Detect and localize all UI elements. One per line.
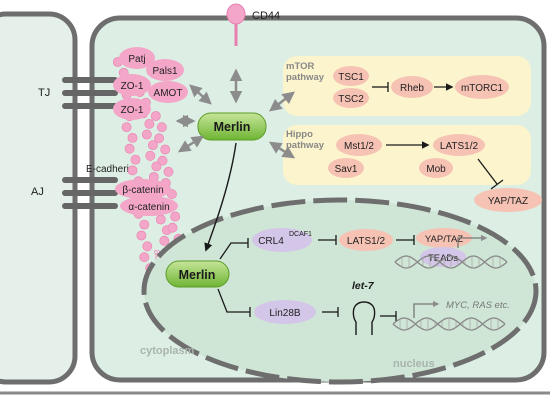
hippo-title-line2: pathway: [286, 140, 325, 151]
let7-label: let-7: [352, 280, 375, 292]
neighbor-cell: [0, 11, 78, 385]
dna-helix-targets: [392, 317, 506, 331]
let7-inhibits-targets: [380, 311, 397, 321]
crl4-inhibits-lats: [318, 235, 337, 245]
pals1-label: Pals1: [152, 66, 177, 77]
teads-node: [420, 247, 466, 267]
mst-label: Mst1/2: [344, 141, 374, 152]
merlin-nucleus-label: Merlin: [179, 268, 216, 282]
teads-transcription-arrow: [457, 234, 488, 248]
targets-label: MYC, RAS etc.: [446, 300, 510, 311]
lats-inhibits-yap: [477, 158, 504, 190]
cyto-yap-label: YAP/TAZ: [488, 196, 528, 207]
nucleus-label: nucleus: [393, 358, 435, 370]
nuc-lats-node: [339, 229, 393, 251]
merlin-interaction-arrows: [175, 68, 296, 159]
actin-bead: [144, 119, 155, 129]
zo1-bottom-label: ZO-1: [121, 105, 144, 116]
actin-bead: [121, 122, 132, 132]
crl4-label: CRL4: [258, 236, 284, 247]
hippo-lats-label: LATS1/2: [440, 141, 479, 152]
nucleus-envelope: [141, 197, 539, 385]
dcaf1-label: DCAF1: [289, 231, 312, 238]
mtorc1-label: mTORC1: [461, 83, 503, 94]
mtor-title-line2: pathway: [286, 72, 325, 83]
actin-bead: [124, 143, 135, 154]
actin-bead: [160, 144, 171, 155]
tj-label: TJ: [38, 87, 50, 99]
actin-bead: [139, 252, 150, 263]
cyto-yap-node: [474, 188, 542, 212]
nuc-lats-label: LATS1/2: [347, 236, 386, 247]
cytoplasm-label: cytoplasm: [140, 345, 195, 357]
teads-label: TEADs: [428, 253, 458, 264]
actin-bead: [151, 161, 162, 172]
crl4-node: [252, 228, 312, 252]
rheb-label: Rheb: [400, 83, 424, 94]
tsc1-label: TSC1: [338, 72, 364, 83]
actin-bead: [159, 235, 170, 246]
cd44-label: CD44: [252, 10, 280, 22]
hippo-title-line1: Hippo: [286, 129, 313, 140]
nuc-lats-inhibits-yap: [396, 235, 415, 245]
dna-helix-teads: [394, 255, 508, 269]
actin-bead: [127, 165, 138, 176]
actin-bead: [163, 166, 174, 177]
actin-bead: [127, 132, 138, 143]
amot-label: AMOT: [154, 88, 183, 99]
sav1-label: Sav1: [335, 164, 358, 175]
tight-junction-strands: [62, 77, 118, 109]
actin-bead: [141, 129, 152, 140]
targets-transcription-arrow: [413, 300, 440, 318]
actin-bead: [136, 230, 147, 241]
actin-bead: [156, 122, 167, 133]
e-cadherin-label: E-cadherin: [86, 164, 134, 175]
alpha-catenin-label: α-catenin: [128, 202, 169, 213]
actin-bead: [170, 211, 181, 222]
actin-bead: [154, 133, 164, 144]
lin28b-node: [254, 300, 316, 324]
merlin-nuclear-translocation-arrow: [204, 142, 237, 252]
actin-bead: [142, 241, 153, 252]
lin28b-label: Lin28B: [269, 308, 300, 319]
actin-bead: [147, 140, 158, 150]
adherens-junction-strands: [62, 177, 118, 209]
merlin-nucleus-node: [165, 260, 230, 288]
actin-bead: [157, 155, 168, 166]
zo1-top-label: ZO-1: [121, 81, 144, 92]
actin-bead: [155, 214, 166, 225]
merlin-cytoplasm-node: [197, 112, 267, 141]
mtor-arrows: [372, 82, 454, 92]
actin-bead: [130, 154, 141, 165]
cd44-receptor: [226, 3, 246, 46]
tsc2-label: TSC2: [338, 94, 364, 105]
hippo-pathway-box: [283, 125, 531, 185]
nuc-yap-label: YAP/TAZ: [425, 234, 463, 245]
aj-label: AJ: [31, 186, 44, 198]
let7-hairpin-icon: [352, 301, 376, 335]
actin-bead: [150, 111, 161, 121]
mob-label: Mob: [426, 164, 446, 175]
lin28b-inhibits-let7: [322, 307, 339, 317]
mtor-title-line1: mTOR: [286, 61, 314, 72]
actin-bead: [167, 222, 178, 233]
merlin-cytoplasm-label: Merlin: [214, 120, 251, 134]
actin-bead: [139, 219, 150, 230]
beta-catenin-label: β-catenin: [122, 185, 163, 196]
junction-proteins: Patj Pals1 ZO-1 AMOT ZO-1 β-catenin α-ca…: [113, 47, 188, 216]
actin-bead: [145, 150, 156, 161]
mtor-proteins: TSC1 TSC2 Rheb mTORC1: [333, 66, 509, 108]
merlin-inhibition-lines: [217, 238, 251, 317]
hippo-proteins: Mst1/2 Sav1 LATS1/2 Mob: [328, 134, 485, 178]
patj-label: Patj: [128, 54, 145, 65]
